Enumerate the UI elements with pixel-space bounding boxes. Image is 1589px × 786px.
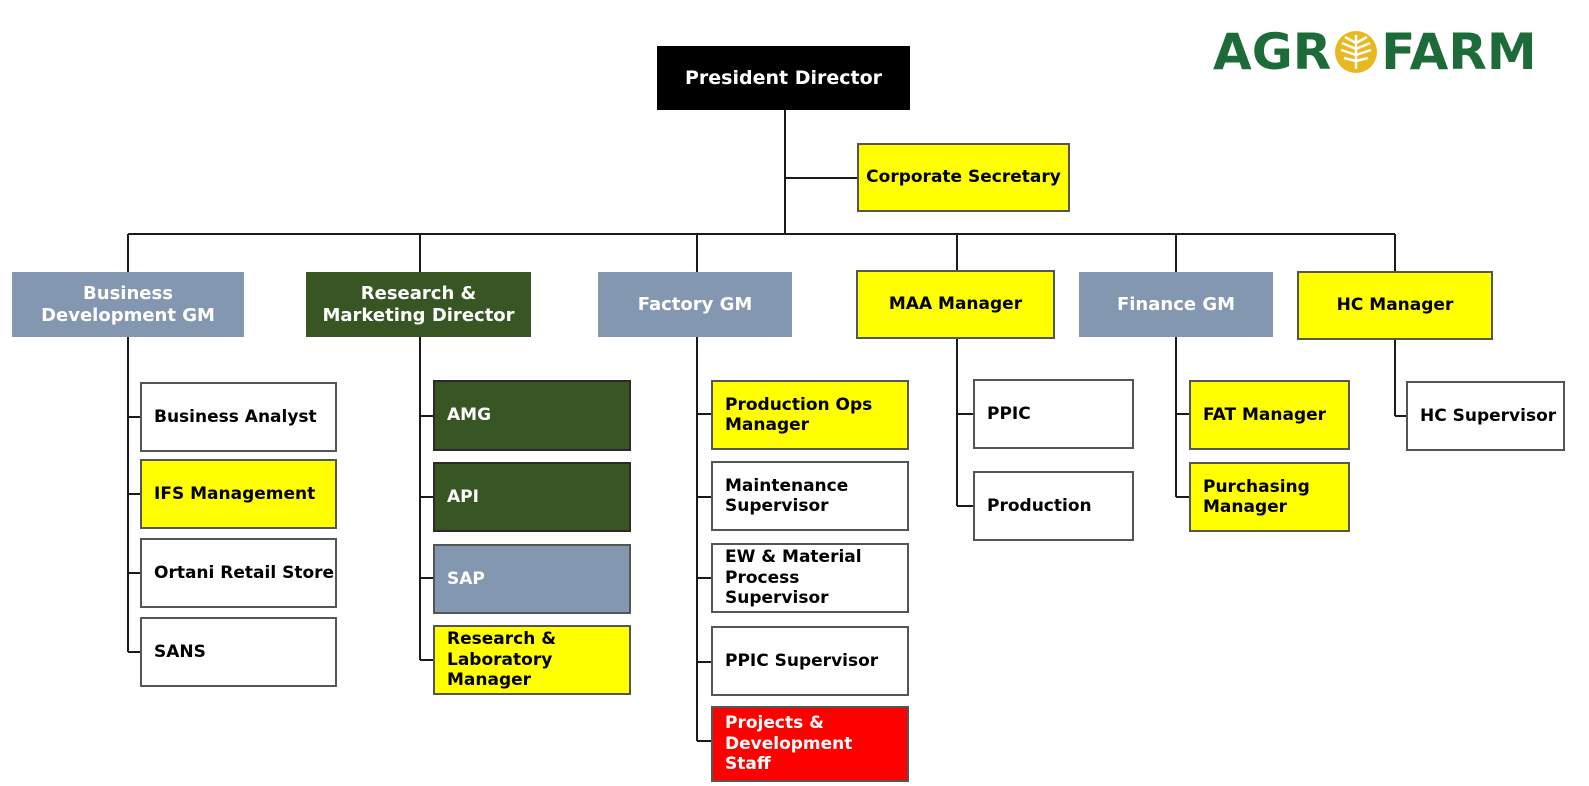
president-director-box: President Director <box>657 46 910 110</box>
production-label: Production <box>987 495 1092 516</box>
sans-box: SANS <box>140 617 337 687</box>
api-label: API <box>447 486 479 507</box>
maintenance-supervisor-box: Maintenance Supervisor <box>711 461 909 531</box>
corporate-secretary-box: Corporate Secretary <box>857 143 1070 212</box>
ppic-label: PPIC <box>987 403 1031 424</box>
business-development-gm-box: Business Development GM <box>12 272 244 337</box>
production-ops-manager-box: Production Ops Manager <box>711 380 909 450</box>
president-director-label: President Director <box>684 66 883 89</box>
fat-manager-box: FAT Manager <box>1189 380 1350 450</box>
ortani-retail-store-box: Ortani Retail Store <box>140 538 337 608</box>
finance-gm-box: Finance GM <box>1079 272 1273 337</box>
maa-manager-box: MAA Manager <box>856 270 1055 339</box>
ppic-supervisor-box: PPIC Supervisor <box>711 626 909 696</box>
agrofarm-logo: AGR FARM <box>1213 23 1537 81</box>
fat-manager-label: FAT Manager <box>1203 404 1327 425</box>
sans-label: SANS <box>154 641 206 662</box>
ew-material-process-supervisor-box: EW & Material Process Supervisor <box>711 543 909 613</box>
projects-development-staff-box: Projects & Development Staff <box>711 706 909 782</box>
research-marketing-director-label: Research & Marketing Director <box>322 282 515 326</box>
factory-gm-box: Factory GM <box>598 272 792 337</box>
hc-supervisor-label: HC Supervisor <box>1420 405 1557 426</box>
ppic-box: PPIC <box>973 379 1134 449</box>
hc-supervisor-box: HC Supervisor <box>1406 381 1565 451</box>
ifs-management-box: IFS Management <box>140 459 337 529</box>
production-ops-manager-label: Production Ops Manager <box>725 394 873 435</box>
factory-gm-label: Factory GM <box>637 293 753 315</box>
amg-box: AMG <box>433 380 631 451</box>
purchasing-manager-label: Purchasing Manager <box>1203 476 1310 517</box>
logo-text-farm: FARM <box>1381 23 1537 81</box>
hc-manager-box: HC Manager <box>1297 271 1493 340</box>
wheat-leaf-icon <box>1335 31 1378 73</box>
business-analyst-label: Business Analyst <box>154 406 317 427</box>
amg-label: AMG <box>447 405 492 426</box>
production-box: Production <box>973 471 1134 541</box>
ew-material-process-supervisor-label: EW & Material Process Supervisor <box>725 547 862 609</box>
research-marketing-director-box: Research & Marketing Director <box>306 272 531 337</box>
ppic-supervisor-label: PPIC Supervisor <box>725 650 879 671</box>
sap-box: SAP <box>433 544 631 614</box>
sap-label: SAP <box>447 568 485 589</box>
business-analyst-box: Business Analyst <box>140 382 337 452</box>
research-laboratory-manager-label: Research & Laboratory Manager <box>447 629 557 691</box>
ifs-management-label: IFS Management <box>154 483 316 504</box>
maintenance-supervisor-label: Maintenance Supervisor <box>725 475 849 516</box>
logo-text-agr: AGR <box>1213 23 1332 81</box>
maa-manager-label: MAA Manager <box>888 294 1023 315</box>
finance-gm-label: Finance GM <box>1116 293 1236 315</box>
purchasing-manager-box: Purchasing Manager <box>1189 462 1350 532</box>
projects-development-staff-label: Projects & Development Staff <box>725 713 853 775</box>
ortani-retail-store-label: Ortani Retail Store <box>154 562 335 583</box>
api-box: API <box>433 462 631 532</box>
research-laboratory-manager-box: Research & Laboratory Manager <box>433 625 631 695</box>
corporate-secretary-label: Corporate Secretary <box>866 167 1061 188</box>
hc-manager-label: HC Manager <box>1336 295 1454 316</box>
business-development-gm-label: Business Development GM <box>41 282 215 326</box>
